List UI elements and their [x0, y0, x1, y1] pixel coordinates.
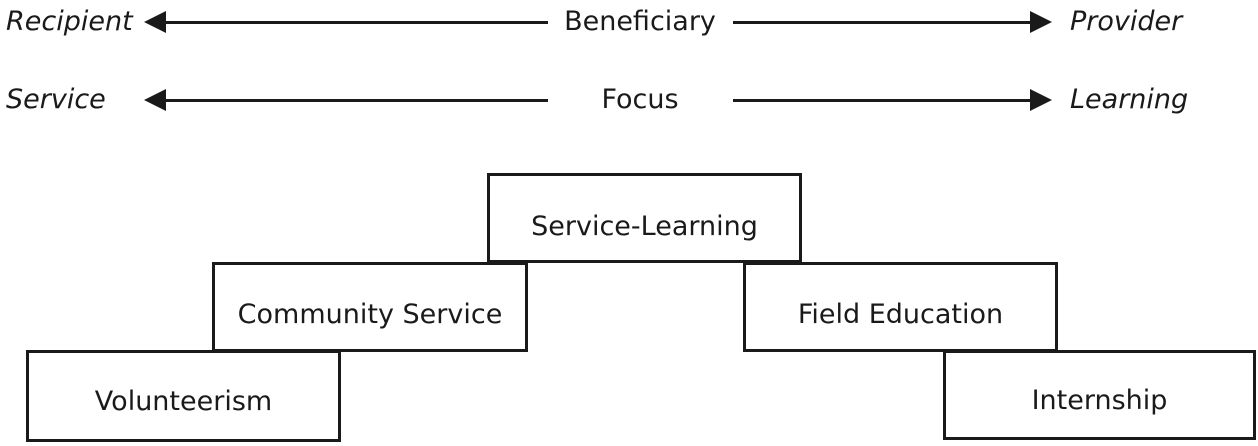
box-internship-label: Internship — [1031, 384, 1168, 416]
focus-continuum-center-label: Focus — [601, 84, 679, 115]
arrow-left-icon — [144, 89, 166, 111]
box-field-education-label: Field Education — [797, 298, 1004, 330]
focus-continuum-left-shaft — [160, 99, 548, 102]
beneficiary-continuum-right-label: Provider — [1070, 6, 1183, 37]
beneficiary-continuum-right-shaft — [733, 21, 1045, 24]
arrow-right-icon — [1030, 11, 1052, 33]
focus-continuum-right-shaft — [733, 99, 1045, 102]
beneficiary-continuum-left-label: Recipient — [6, 6, 133, 37]
beneficiary-continuum-left-shaft — [160, 21, 548, 24]
beneficiary-continuum-center-label: Beneficiary — [564, 6, 716, 37]
beneficiary-continuum: Recipient Beneficiary Provider — [0, 0, 1258, 44]
focus-continuum: Service Focus Learning — [0, 78, 1258, 122]
box-internship: Internship — [943, 350, 1256, 440]
box-service-learning: Service-Learning — [487, 173, 802, 263]
box-volunteerism: Volunteerism — [26, 350, 341, 442]
focus-continuum-right-label: Learning — [1070, 84, 1189, 115]
arrow-right-icon — [1030, 89, 1052, 111]
focus-continuum-left-label: Service — [6, 84, 106, 115]
box-service-learning-label: Service-Learning — [531, 210, 758, 242]
box-community-service-label: Community Service — [237, 298, 503, 330]
arrow-left-icon — [144, 11, 166, 33]
box-field-education: Field Education — [743, 262, 1058, 352]
box-community-service: Community Service — [212, 262, 528, 352]
box-volunteerism-label: Volunteerism — [94, 385, 273, 417]
